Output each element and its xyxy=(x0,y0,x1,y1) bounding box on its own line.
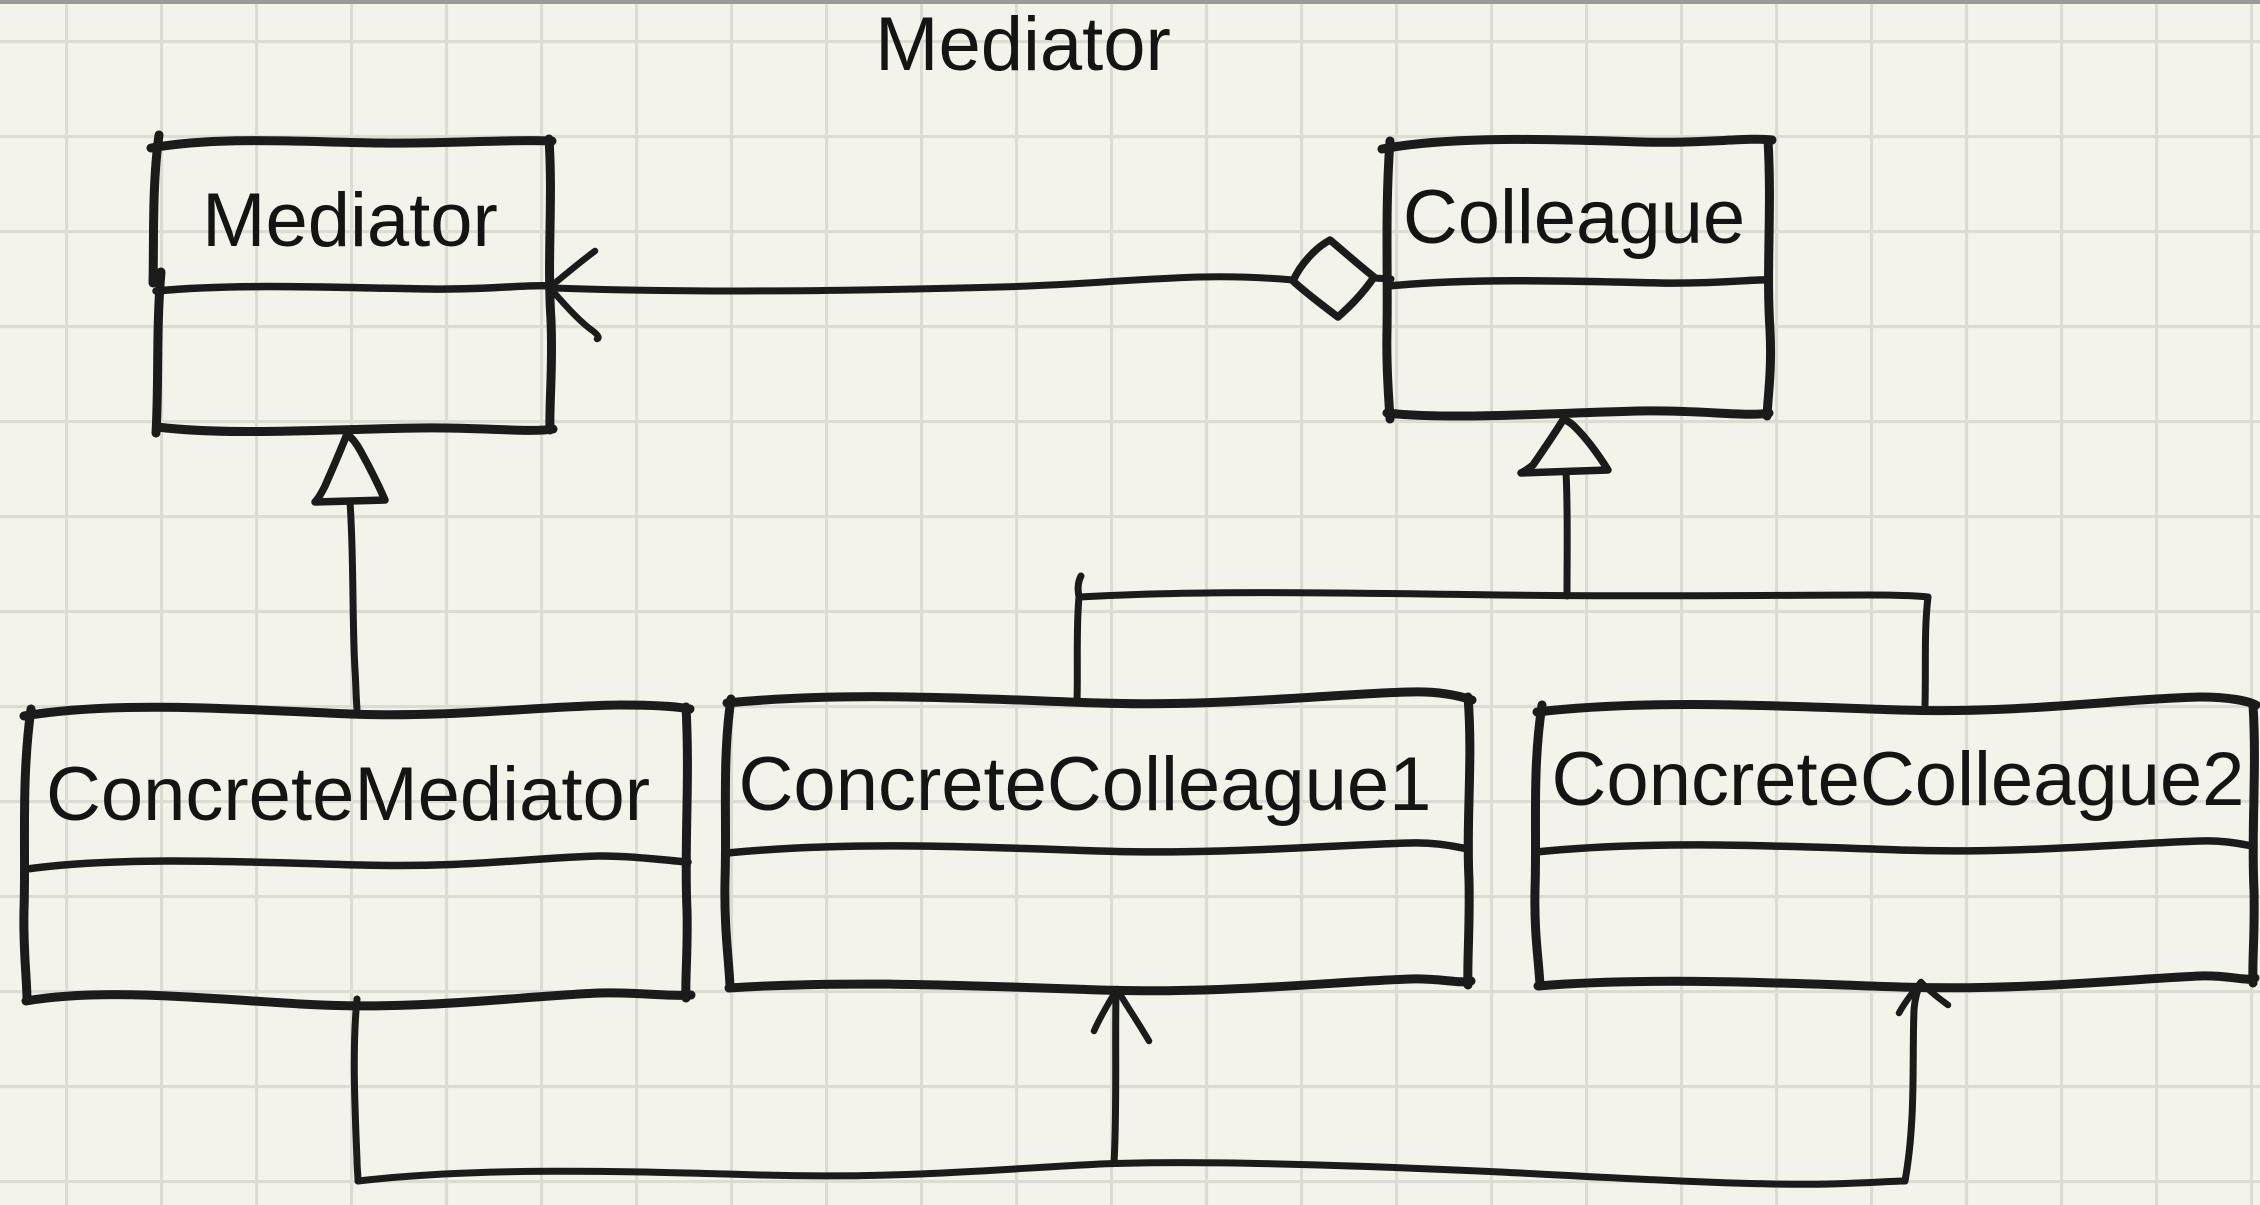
hollow-triangle-icon xyxy=(1517,416,1612,477)
concretemediator-down-line xyxy=(350,995,362,1185)
bottom-horizontal-line xyxy=(354,1159,1909,1188)
window-top-edge xyxy=(0,0,2260,4)
hollow-triangle-icon xyxy=(311,430,389,506)
compartment-divider xyxy=(1385,276,1772,290)
class-box-mediator: Mediator xyxy=(146,130,558,438)
bottom-association-routing xyxy=(350,978,1952,1188)
box-outline xyxy=(1530,692,2260,993)
class-name-colleague: Colleague xyxy=(1403,175,1745,260)
box-outline xyxy=(1377,134,1777,424)
class-name-concrete-colleague-2: ConcreteColleague2 xyxy=(1552,737,2245,822)
diagram-title: Mediator xyxy=(875,2,1171,87)
class-box-concrete-mediator: ConcreteMediator xyxy=(19,700,696,1011)
up-line-to-colleague1 xyxy=(1110,987,1120,1167)
up-line-to-colleague2 xyxy=(1901,979,1925,1185)
class-name-concrete-mediator: ConcreteMediator xyxy=(46,752,650,837)
class-box-concrete-colleague-1: ConcreteColleague1 xyxy=(720,687,1477,996)
compartment-divider xyxy=(152,281,555,295)
generalization-shaft xyxy=(1562,468,1571,600)
generalization-shaft xyxy=(346,498,361,713)
branch-drop-to-colleague2 xyxy=(1921,593,1932,709)
box-outline xyxy=(146,130,558,438)
compartment-divider xyxy=(723,839,1473,857)
class-box-concrete-colleague-2: ConcreteColleague2 xyxy=(1530,692,2260,993)
generalization-concretemediator-to-mediator xyxy=(311,430,389,713)
branch-drop-to-colleague1 xyxy=(1073,593,1083,707)
compartment-divider xyxy=(23,852,692,873)
class-boxes-layer: Mediator Colleague ConcreteMediator Conc… xyxy=(19,130,2260,1011)
generalization-concretecolleagues-to-colleague xyxy=(1073,416,1932,709)
aggregation-line xyxy=(548,273,1297,295)
box-outline xyxy=(720,687,1477,996)
class-box-colleague: Colleague xyxy=(1377,134,1777,424)
class-name-mediator: Mediator xyxy=(202,178,498,263)
class-name-concrete-colleague-1: ConcreteColleague1 xyxy=(739,742,1432,827)
box-outline xyxy=(19,700,696,1011)
compartment-divider xyxy=(1532,837,2258,856)
